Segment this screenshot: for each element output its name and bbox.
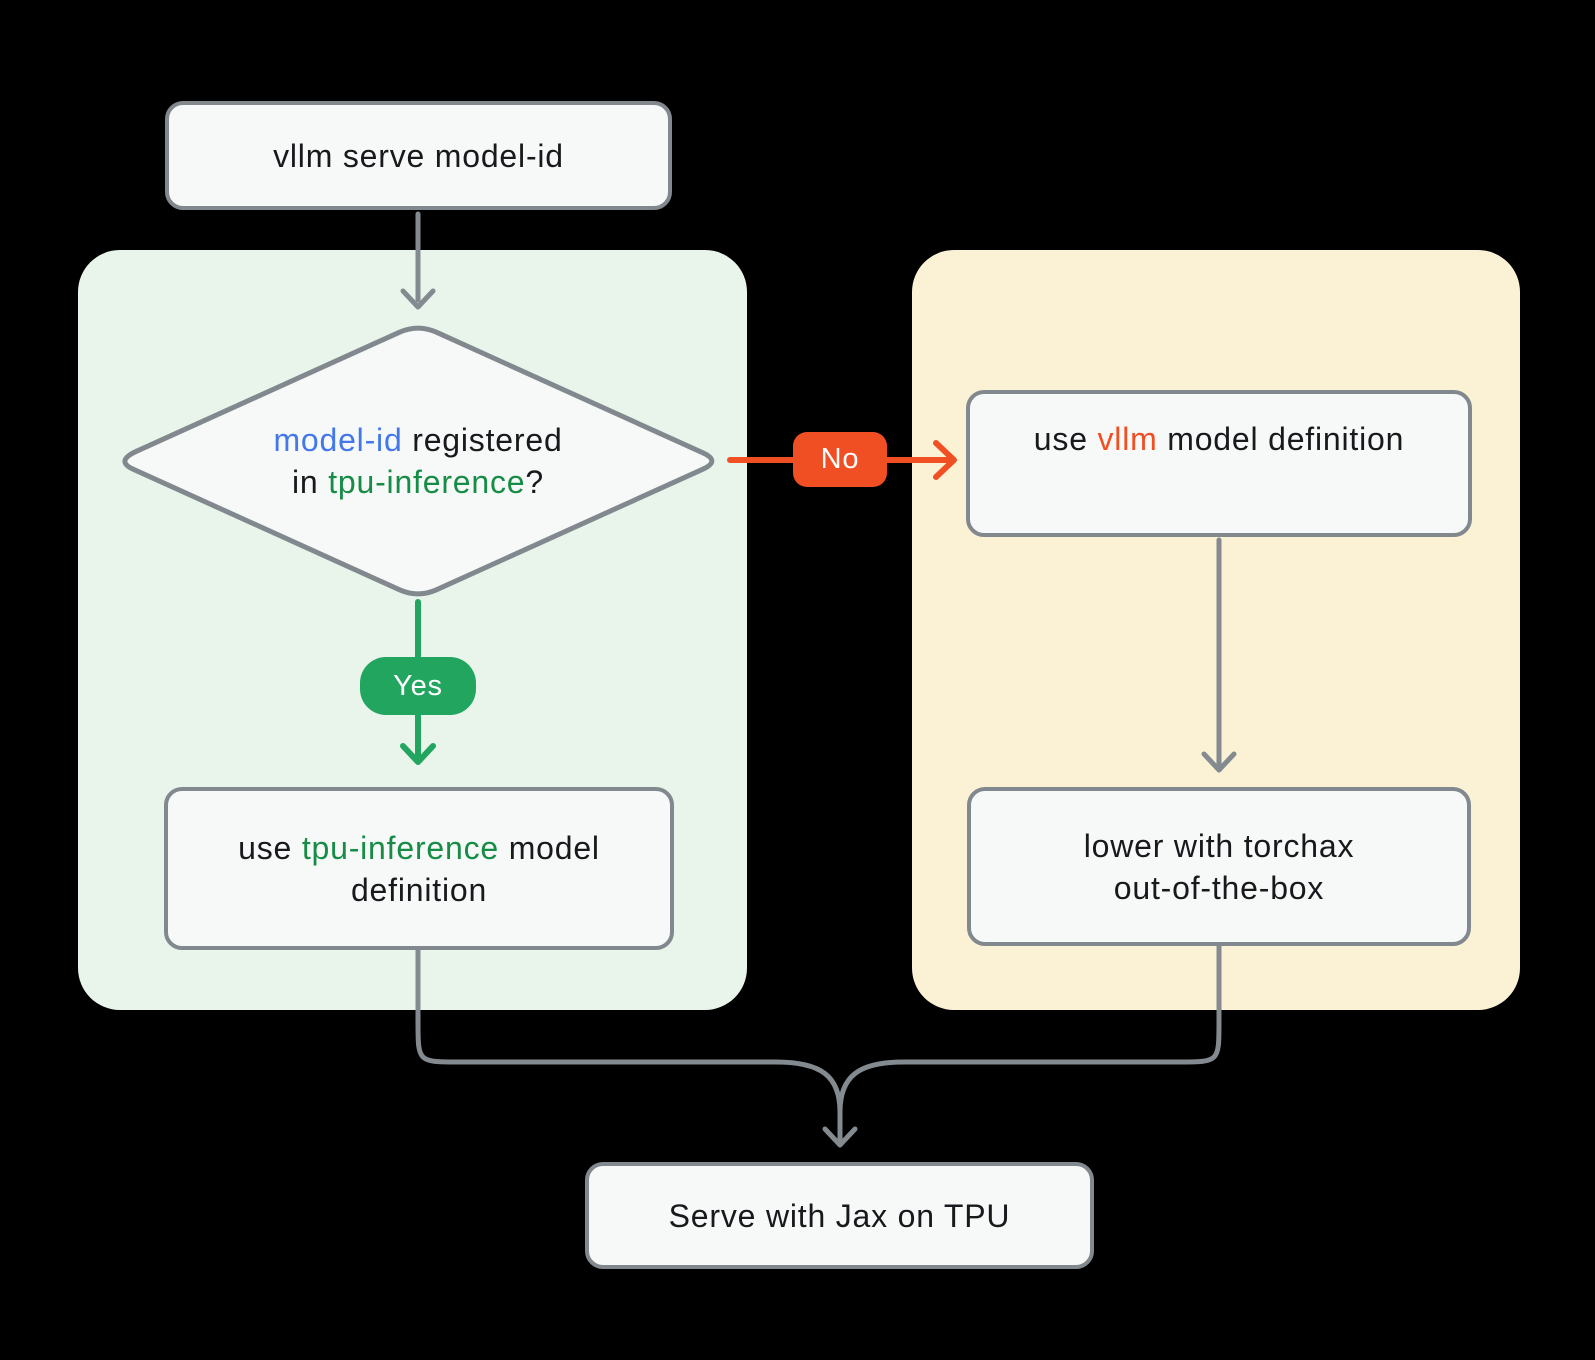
no-badge: No	[793, 432, 887, 487]
arrowhead-down-gray-merge	[822, 1126, 858, 1148]
use-vllm-node: use vllm model definition	[966, 390, 1472, 537]
start-node: vllm serve model-id	[165, 101, 672, 210]
end-node: Serve with Jax on TPU	[585, 1162, 1094, 1269]
yes-badge: Yes	[360, 657, 476, 715]
